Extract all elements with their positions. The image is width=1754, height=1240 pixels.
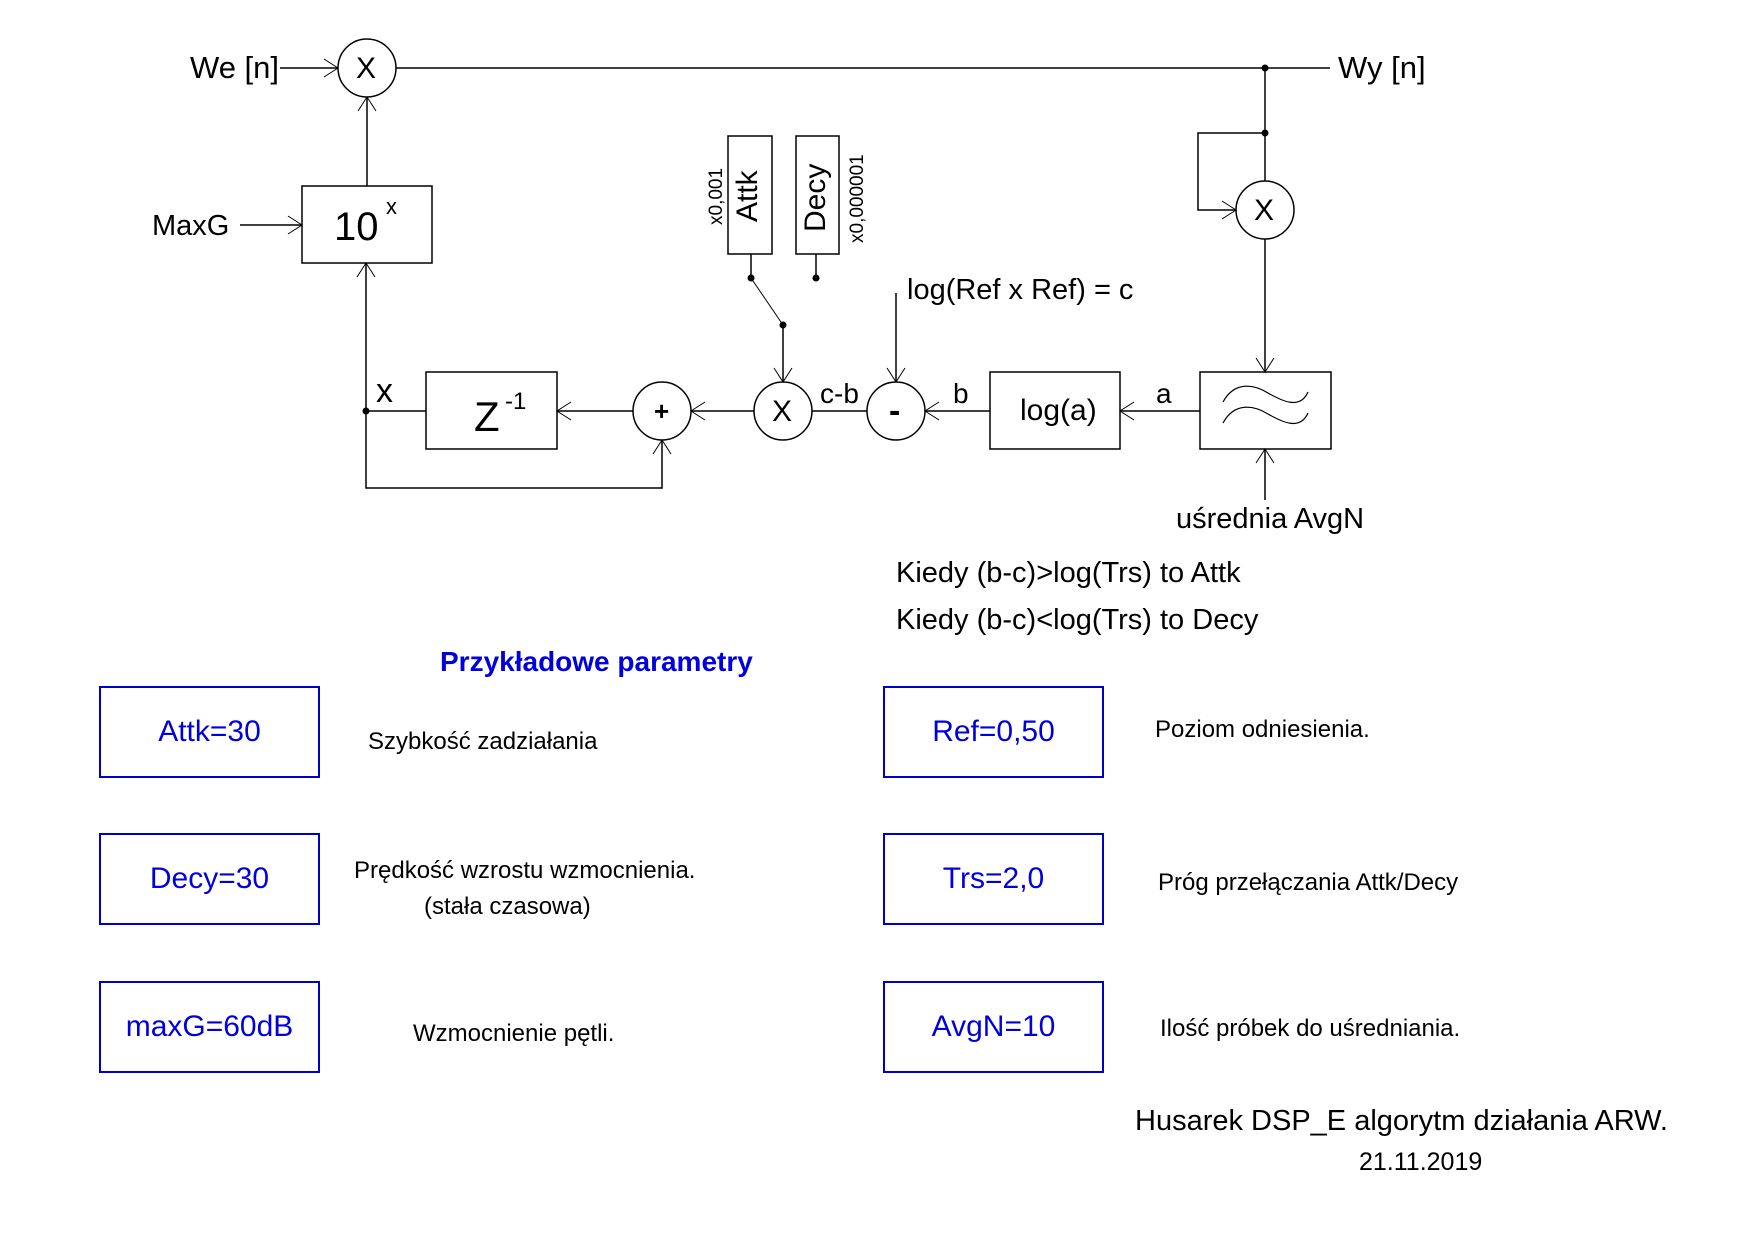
param-value: Ref=0,50 <box>932 715 1055 748</box>
decy-block <box>795 135 840 255</box>
output-label: Wy [n] <box>1338 50 1426 85</box>
param-desc-decy-note: (stała czasowa) <box>424 893 591 920</box>
switch-contact-attk <box>747 274 755 282</box>
attk-block <box>727 135 773 255</box>
param-value: Attk=30 <box>158 715 261 748</box>
param-box-attk: Attk=30 <box>99 686 320 778</box>
attk-decy-switch <box>750 277 784 326</box>
param-value: Trs=2,0 <box>942 862 1045 895</box>
cb-label: c-b <box>820 378 859 409</box>
b-label: b <box>953 378 969 409</box>
param-box-decy: Decy=30 <box>99 833 320 925</box>
param-box-trs: Trs=2,0 <box>883 833 1104 925</box>
square-loop-wire <box>1197 132 1265 220</box>
footer-date: 21.11.2019 <box>1359 1148 1483 1176</box>
param-desc-ref: Poziom odniesienia. <box>1155 716 1370 743</box>
junction-dot <box>1261 129 1269 137</box>
rule-attk: Kiedy (b-c)>log(Trs) to Attk <box>896 557 1241 589</box>
adder-symbol: + <box>654 396 670 426</box>
attk-scale-label: x0,001 <box>706 167 727 225</box>
power-block-exponent: x <box>386 194 397 219</box>
filter-block <box>1199 371 1332 450</box>
param-value: maxG=60dB <box>125 1010 294 1043</box>
log-block-label: log(a) <box>1020 394 1097 427</box>
output-multiplier-symbol: X <box>356 52 377 85</box>
param-desc-decy: Prędkość wzrostu wzmocnienia. <box>354 857 696 884</box>
param-desc-attk: Szybkość zadziałania <box>368 728 598 755</box>
junction-dot <box>362 407 370 415</box>
param-value: AvgN=10 <box>931 1010 1056 1043</box>
ref-label: log(Ref x Ref) = c <box>907 274 1134 306</box>
x-label: x <box>376 372 393 410</box>
footer-title: Husarek DSP_E algorytm działania ARW. <box>1135 1105 1668 1137</box>
input-label: We [n] <box>190 50 280 85</box>
attk-block-label: Attk <box>731 170 764 222</box>
subtractor-symbol: - <box>889 392 901 430</box>
param-box-maxg: maxG=60dB <box>99 981 320 1073</box>
a-label: a <box>1156 378 1172 409</box>
lowpass-filter-icon <box>1222 385 1309 424</box>
delay-block-base: Z <box>474 393 500 440</box>
param-box-avgn: AvgN=10 <box>883 981 1104 1073</box>
param-desc-maxg: Wzmocnienie pętli. <box>413 1020 615 1047</box>
maxg-label: MaxG <box>152 210 230 242</box>
rate-multiplier-symbol: X <box>772 395 793 428</box>
decy-scale-label: x0,000001 <box>847 154 868 243</box>
decy-block-label: Decy <box>799 163 832 232</box>
junction-dot <box>1261 64 1269 72</box>
power-block-base: 10 <box>334 205 379 249</box>
param-desc-avgn: Ilość próbek do uśredniania. <box>1160 1015 1461 1042</box>
switch-contact-decy <box>812 274 820 282</box>
square-multiplier-symbol: X <box>1254 194 1275 227</box>
param-desc-trs: Próg przełączania Attk/Decy <box>1158 869 1459 896</box>
rule-decy: Kiedy (b-c)<log(Trs) to Decy <box>896 604 1259 636</box>
parameters-heading: Przykładowe parametry <box>440 646 753 677</box>
param-value: Decy=30 <box>149 862 270 895</box>
param-box-ref: Ref=0,50 <box>883 686 1104 778</box>
delay-block-exponent: -1 <box>505 388 527 415</box>
switch-pivot <box>779 321 787 329</box>
avg-label: uśrednia AvgN <box>1176 503 1365 535</box>
accumulator-feedback-wire <box>365 411 672 489</box>
